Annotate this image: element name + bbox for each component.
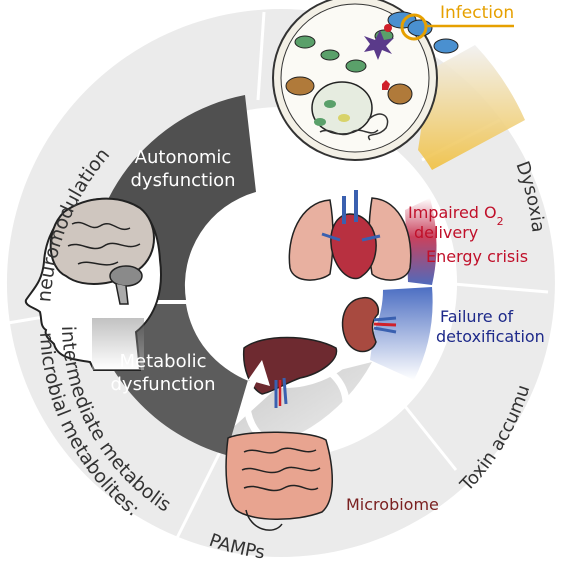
delivery-label: delivery — [414, 223, 478, 242]
microbiome-band — [226, 362, 372, 454]
infection-label: Infection — [440, 3, 514, 23]
dysfunction-metabolic-label: dysfunction — [111, 374, 216, 395]
autonomic-label: Autonomic — [135, 147, 232, 168]
kidney-illustration — [341, 296, 397, 353]
metabolic-label: Metabolic — [119, 351, 206, 372]
circulation-arrowheads-icon — [248, 360, 340, 452]
head-illustration — [24, 197, 162, 371]
impaired-o2-band — [405, 198, 437, 285]
cell-illustration — [272, 0, 514, 161]
impaired-o2-label: Impaired O2 — [408, 203, 504, 228]
intestines-illustration — [225, 431, 333, 531]
microbiome-label: Microbiome — [346, 495, 439, 514]
energy-crisis-label: Energy crisis — [426, 247, 528, 266]
failure-of-label: Failure of — [440, 307, 514, 326]
outer-ring — [6, 9, 555, 557]
infection-wedge — [418, 45, 525, 170]
detox-band — [370, 287, 433, 380]
detoxification-label: detoxification — [436, 327, 545, 346]
lungs-heart-illustration — [288, 190, 412, 281]
dysfunction-autonomic-label: dysfunction — [131, 170, 236, 191]
